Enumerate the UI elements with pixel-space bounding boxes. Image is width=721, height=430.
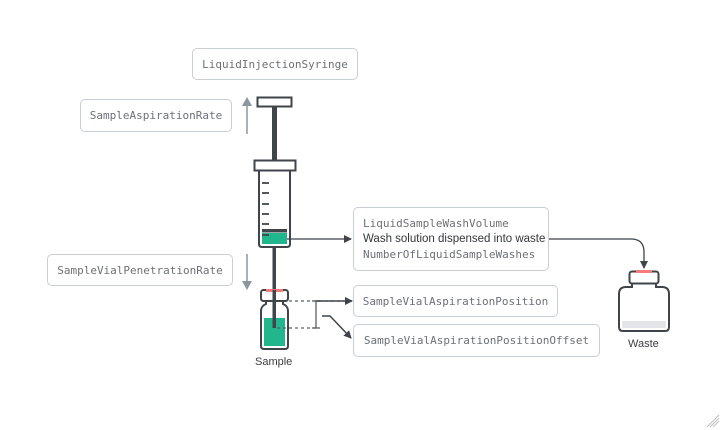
penetration-rate-arrow-icon	[242, 254, 252, 290]
syringe-label: LiquidInjectionSyringe	[192, 48, 358, 80]
aspiration-position-label: SampleVialAspirationPosition	[353, 285, 558, 317]
aspiration-offset-arrow-icon	[322, 315, 352, 339]
sample-caption: Sample	[255, 356, 293, 368]
wash-volume-label: LiquidSampleWashVolume	[363, 217, 509, 230]
syringe-icon	[253, 96, 297, 325]
sample-vial-icon	[260, 289, 289, 350]
resize-grip-icon[interactable]	[706, 414, 720, 428]
aspiration-rate-label: SampleAspirationRate	[80, 99, 232, 132]
wash-description: Wash solution dispensed into waste	[363, 233, 546, 245]
waste-arrow-icon	[548, 238, 648, 269]
aspiration-rate-arrow-icon	[242, 97, 252, 134]
penetration-rate-label: SampleVialPenetrationRate	[47, 254, 233, 286]
aspiration-position-markers	[277, 300, 345, 329]
number-of-washes-label: NumberOfLiquidSampleWashes	[363, 248, 536, 261]
waste-bottle-icon	[618, 270, 670, 332]
waste-caption: Waste	[628, 338, 659, 350]
aspiration-position-offset-label: SampleVialAspirationPositionOffset	[353, 324, 600, 357]
wash-info-box: LiquidSampleWashVolume Wash solution dis…	[353, 207, 549, 271]
